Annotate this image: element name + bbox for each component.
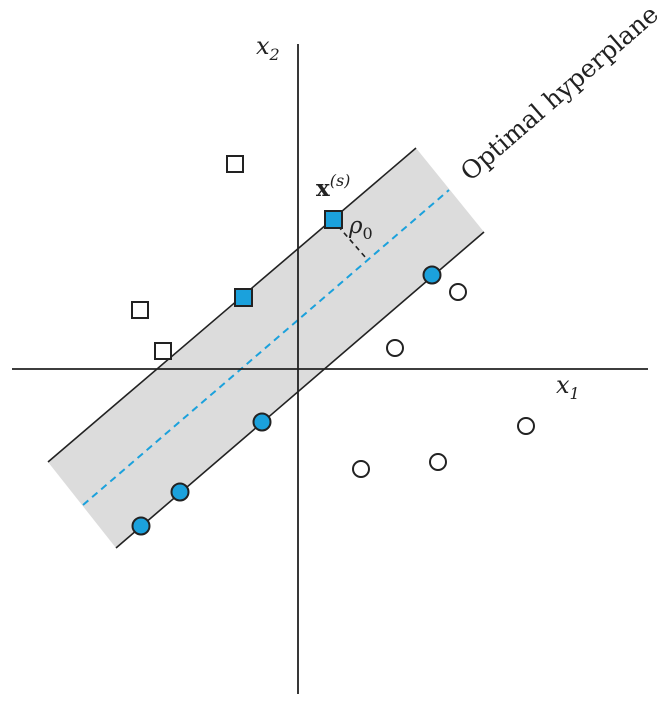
support-vector-circle: [252, 412, 272, 432]
circle-point: [352, 460, 370, 478]
support-vector-square: [234, 288, 253, 307]
margin-indicator: [337, 225, 367, 259]
optimal-hyperplane-line: [82, 189, 450, 506]
square-point: [226, 155, 244, 173]
hyperplane-label: Optimal hyperplane: [455, 0, 664, 187]
support-vector-square: [324, 210, 343, 229]
circle-point: [386, 339, 404, 357]
y-axis-label: x2: [256, 32, 280, 64]
circle-point: [449, 283, 467, 301]
support-vector-circle: [422, 265, 442, 285]
support-vector-circle: [131, 516, 151, 536]
margin-label: ρ0: [348, 213, 373, 243]
square-point: [154, 342, 172, 360]
x-axis-label: x1: [556, 371, 580, 403]
square-point: [131, 301, 149, 319]
circle-point: [517, 417, 535, 435]
circle-point: [429, 453, 447, 471]
upper-margin-line: [47, 147, 417, 463]
support-vector-label: x(s): [316, 171, 350, 202]
support-vector-circle: [170, 482, 190, 502]
